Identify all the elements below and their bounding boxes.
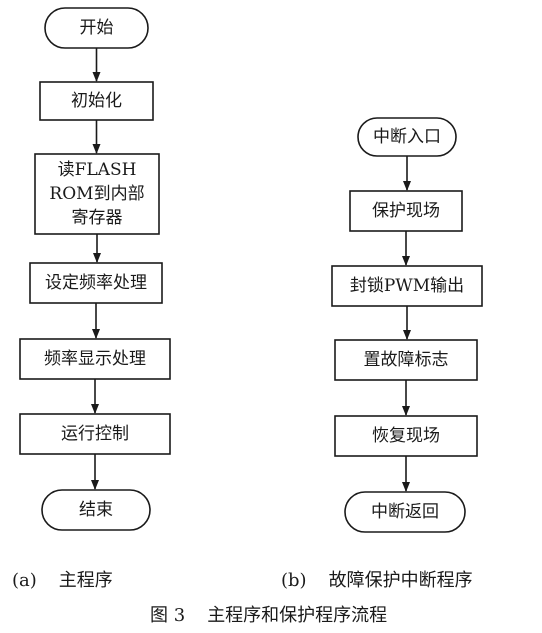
- terminal-shape: [344, 491, 466, 533]
- process-box: [19, 413, 171, 455]
- process-box: [34, 153, 160, 235]
- node-label: 运行控制: [61, 424, 129, 444]
- process-box: [334, 339, 478, 381]
- node-label: 中断入口: [373, 127, 441, 147]
- node-label: 置故障标志: [364, 350, 449, 370]
- terminal-shape: [44, 7, 149, 49]
- figure-number: 图 3: [150, 605, 186, 626]
- terminal-shape: [41, 489, 151, 531]
- subfigure-a-caption: (a) 主程序: [12, 566, 113, 592]
- node-label: 开始: [80, 18, 114, 38]
- node-label: 初始化: [71, 91, 122, 111]
- node-label: 频率显示处理: [44, 349, 146, 369]
- flow-node-set-freq: 设定频率处理: [29, 262, 163, 304]
- process-box: [331, 265, 483, 307]
- process-box: [29, 262, 163, 304]
- node-label: 封锁PWM输出: [350, 276, 464, 296]
- node-label: 保护现场: [372, 201, 440, 221]
- flow-node-restore-scene: 恢复现场: [334, 415, 478, 457]
- node-label: 设定频率处理: [45, 273, 147, 293]
- flow-node-start: 开始: [44, 7, 149, 49]
- flow-node-freq-display: 频率显示处理: [19, 338, 171, 380]
- flow-node-init: 初始化: [39, 81, 154, 121]
- process-box: [39, 81, 154, 121]
- process-box: [349, 190, 463, 232]
- flow-node-isr-entry: 中断入口: [357, 117, 457, 157]
- flow-node-set-fault-flag: 置故障标志: [334, 339, 478, 381]
- connector-layer: [91, 48, 411, 492]
- figure-caption: 图 3 主程序和保护程序流程: [150, 601, 387, 627]
- flow-node-end: 结束: [41, 489, 151, 531]
- flow-node-run-control: 运行控制: [19, 413, 171, 455]
- subfigure-a-tag: (a): [12, 570, 37, 591]
- process-box: [19, 338, 171, 380]
- flow-node-isr-return: 中断返回: [344, 491, 466, 533]
- terminal-shape: [357, 117, 457, 157]
- subfigure-b-caption: (b) 故障保护中断程序: [281, 566, 473, 592]
- process-box: [334, 415, 478, 457]
- subfigure-a-title: 主程序: [58, 570, 113, 591]
- figure-title: 主程序和保护程序流程: [207, 605, 388, 626]
- flow-node-protect-scene: 保护现场: [349, 190, 463, 232]
- flow-node-lock-pwm: 封锁PWM输出: [331, 265, 483, 307]
- node-label: 结束: [79, 500, 113, 520]
- subfigure-b-title: 故障保护中断程序: [328, 570, 473, 591]
- subfigure-b-tag: (b): [281, 570, 307, 591]
- node-label: 中断返回: [371, 502, 439, 522]
- node-label: 恢复现场: [372, 426, 440, 446]
